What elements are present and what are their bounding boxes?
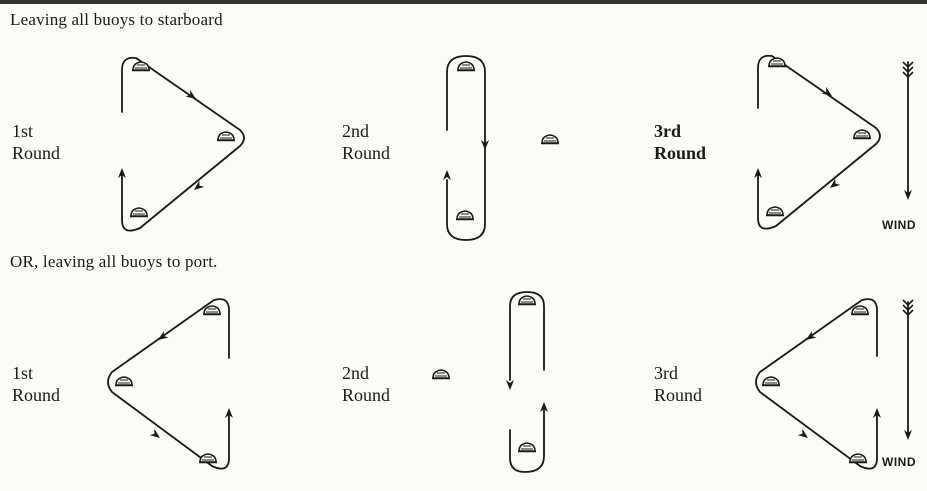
label-starboard-round-2: 2nd Round: [342, 121, 391, 163]
heading-port: OR, leaving all buoys to port.: [10, 252, 218, 271]
wind-label-port: WIND: [882, 455, 916, 469]
port-round-1-course: [107, 298, 230, 470]
label-port-round-1: 1st Round: [12, 363, 61, 405]
label-port-round-3: 3rd Round: [654, 363, 703, 405]
buoy-markers: [114, 57, 872, 464]
starboard-round-1-course: [121, 56, 245, 232]
direction-arrows: [118, 86, 912, 442]
wind-label-starboard: WIND: [882, 218, 916, 232]
port-round-3-course: [755, 298, 878, 470]
heading-starboard: Leaving all buoys to starboard: [10, 10, 223, 29]
port-round-2-course: [509, 291, 545, 473]
label-port-round-2: 2nd Round: [342, 363, 391, 405]
label-starboard-round-3: 3rd Round: [654, 121, 707, 163]
starboard-round-3-course: [757, 54, 881, 230]
top-rule: [0, 0, 927, 4]
label-starboard-round-1: 1st Round: [12, 121, 61, 163]
